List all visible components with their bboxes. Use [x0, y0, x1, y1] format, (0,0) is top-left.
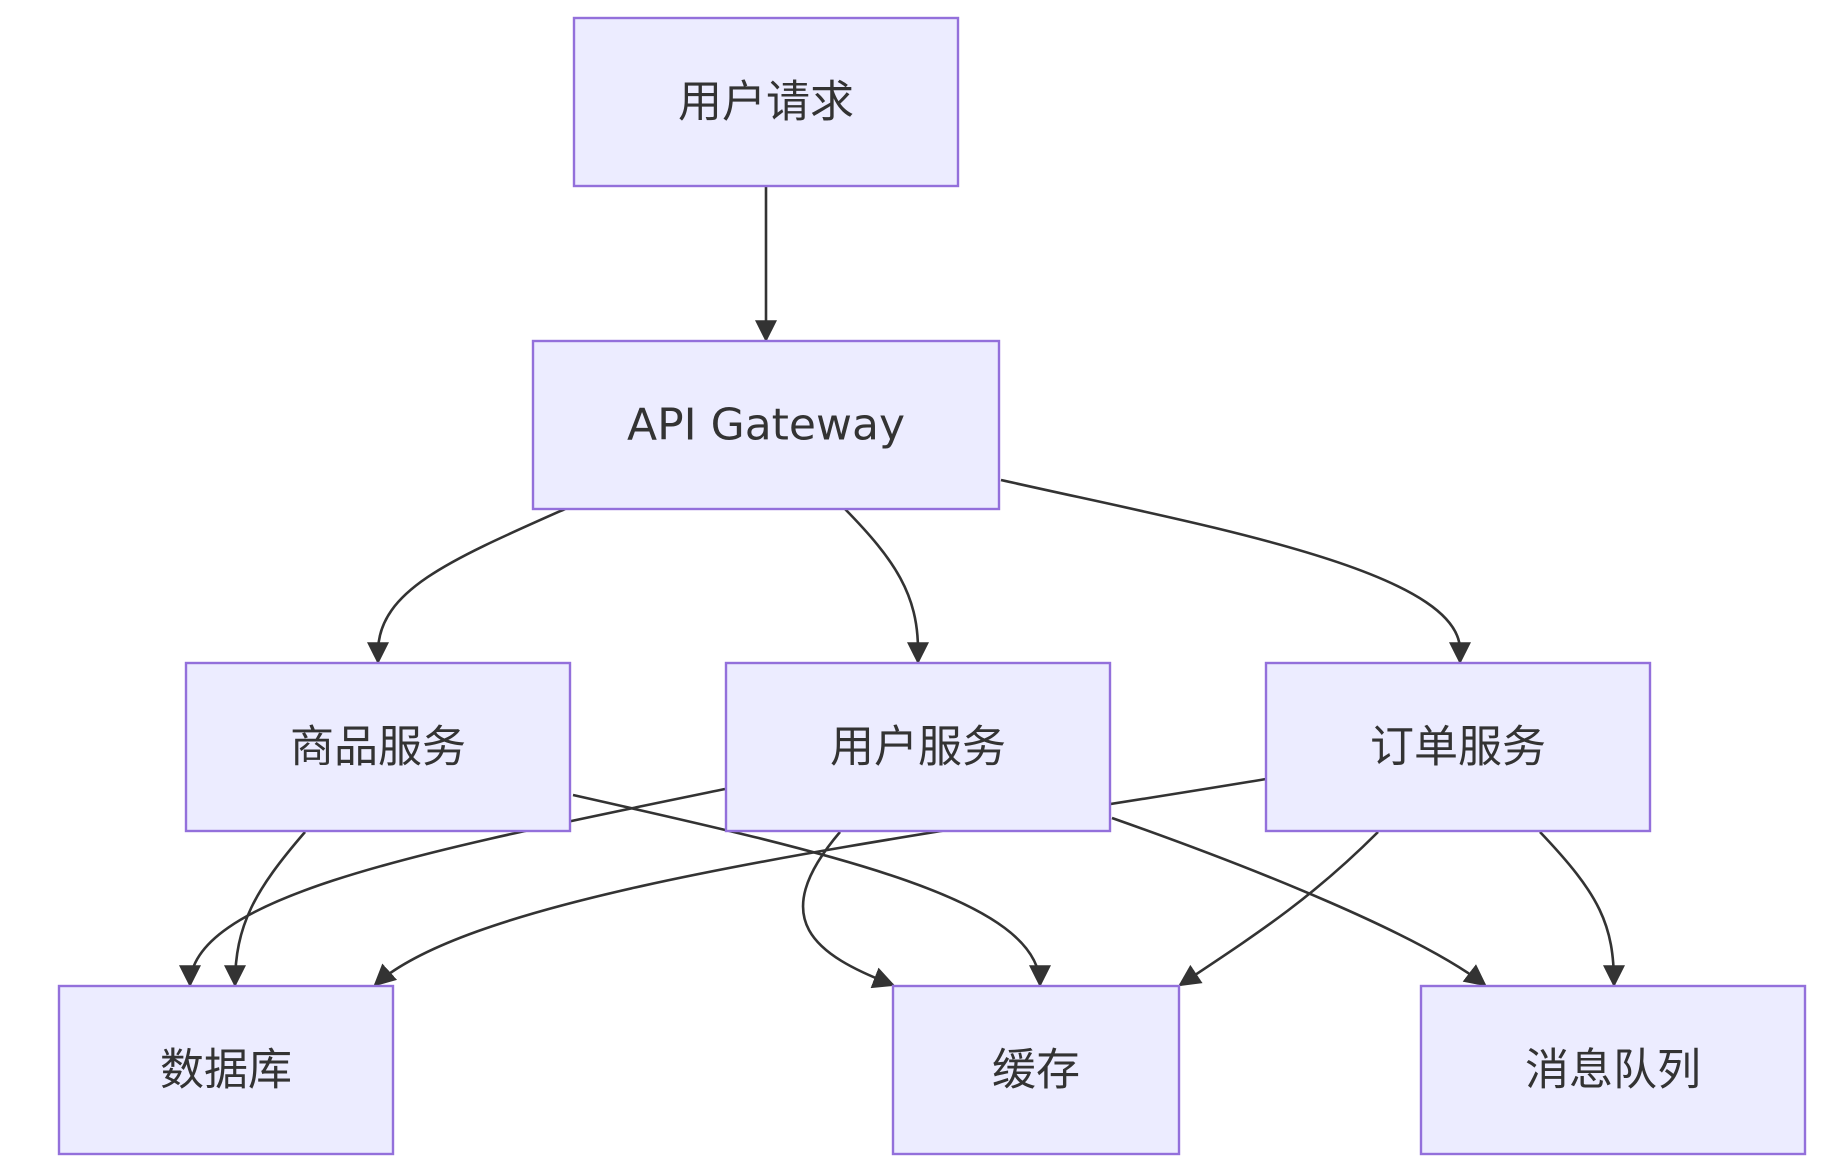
node-product-service: 商品服务: [184, 661, 572, 833]
node-product-service-box: [184, 661, 572, 833]
edge-user-service-to-database: [179, 787, 726, 988]
edge-product-service-to-cache: [572, 793, 1051, 988]
edge-api-gateway-to-order-service: [1000, 478, 1471, 665]
node-user-service-box: [724, 661, 1112, 833]
node-api-gateway-label: API Gateway: [627, 400, 905, 451]
node-order-service: 订单服务: [1264, 661, 1652, 833]
node-product-service-label: 商品服务: [290, 722, 466, 773]
edge-order-service-to-message-queue: [1539, 831, 1625, 988]
node-database: 数据库: [57, 984, 395, 1156]
node-message-queue-box: [1419, 984, 1807, 1156]
node-cache-label: 缓存: [992, 1045, 1080, 1096]
node-cache: 缓存: [891, 984, 1181, 1156]
node-user-request-box: [572, 16, 960, 188]
edge-user-service-to-cache: [801, 831, 896, 989]
node-message-queue-label: 消息队列: [1525, 1045, 1701, 1096]
edge-user-service-to-message-queue: [1111, 816, 1487, 987]
node-order-service-label: 订单服务: [1370, 722, 1546, 773]
node-user-request-label: 用户请求: [678, 77, 854, 128]
node-database-box: [57, 984, 395, 1156]
edge-api-gateway-to-product-service: [367, 507, 566, 665]
edge-api-gateway-to-user-service: [844, 508, 929, 665]
node-cache-box: [891, 984, 1181, 1156]
edge-order-service-to-cache: [1178, 831, 1379, 987]
edge-product-service-to-database: [224, 831, 306, 988]
node-api-gateway-box: [531, 339, 1001, 511]
node-order-service-box: [1264, 661, 1652, 833]
node-user-request: 用户请求: [572, 16, 960, 188]
node-api-gateway: API Gateway: [531, 339, 1001, 511]
node-message-queue: 消息队列: [1419, 984, 1807, 1156]
node-user-service: 用户服务: [724, 661, 1112, 833]
node-user-service-label: 用户服务: [830, 722, 1006, 773]
edges: [179, 187, 1625, 989]
node-database-label: 数据库: [160, 1045, 292, 1096]
